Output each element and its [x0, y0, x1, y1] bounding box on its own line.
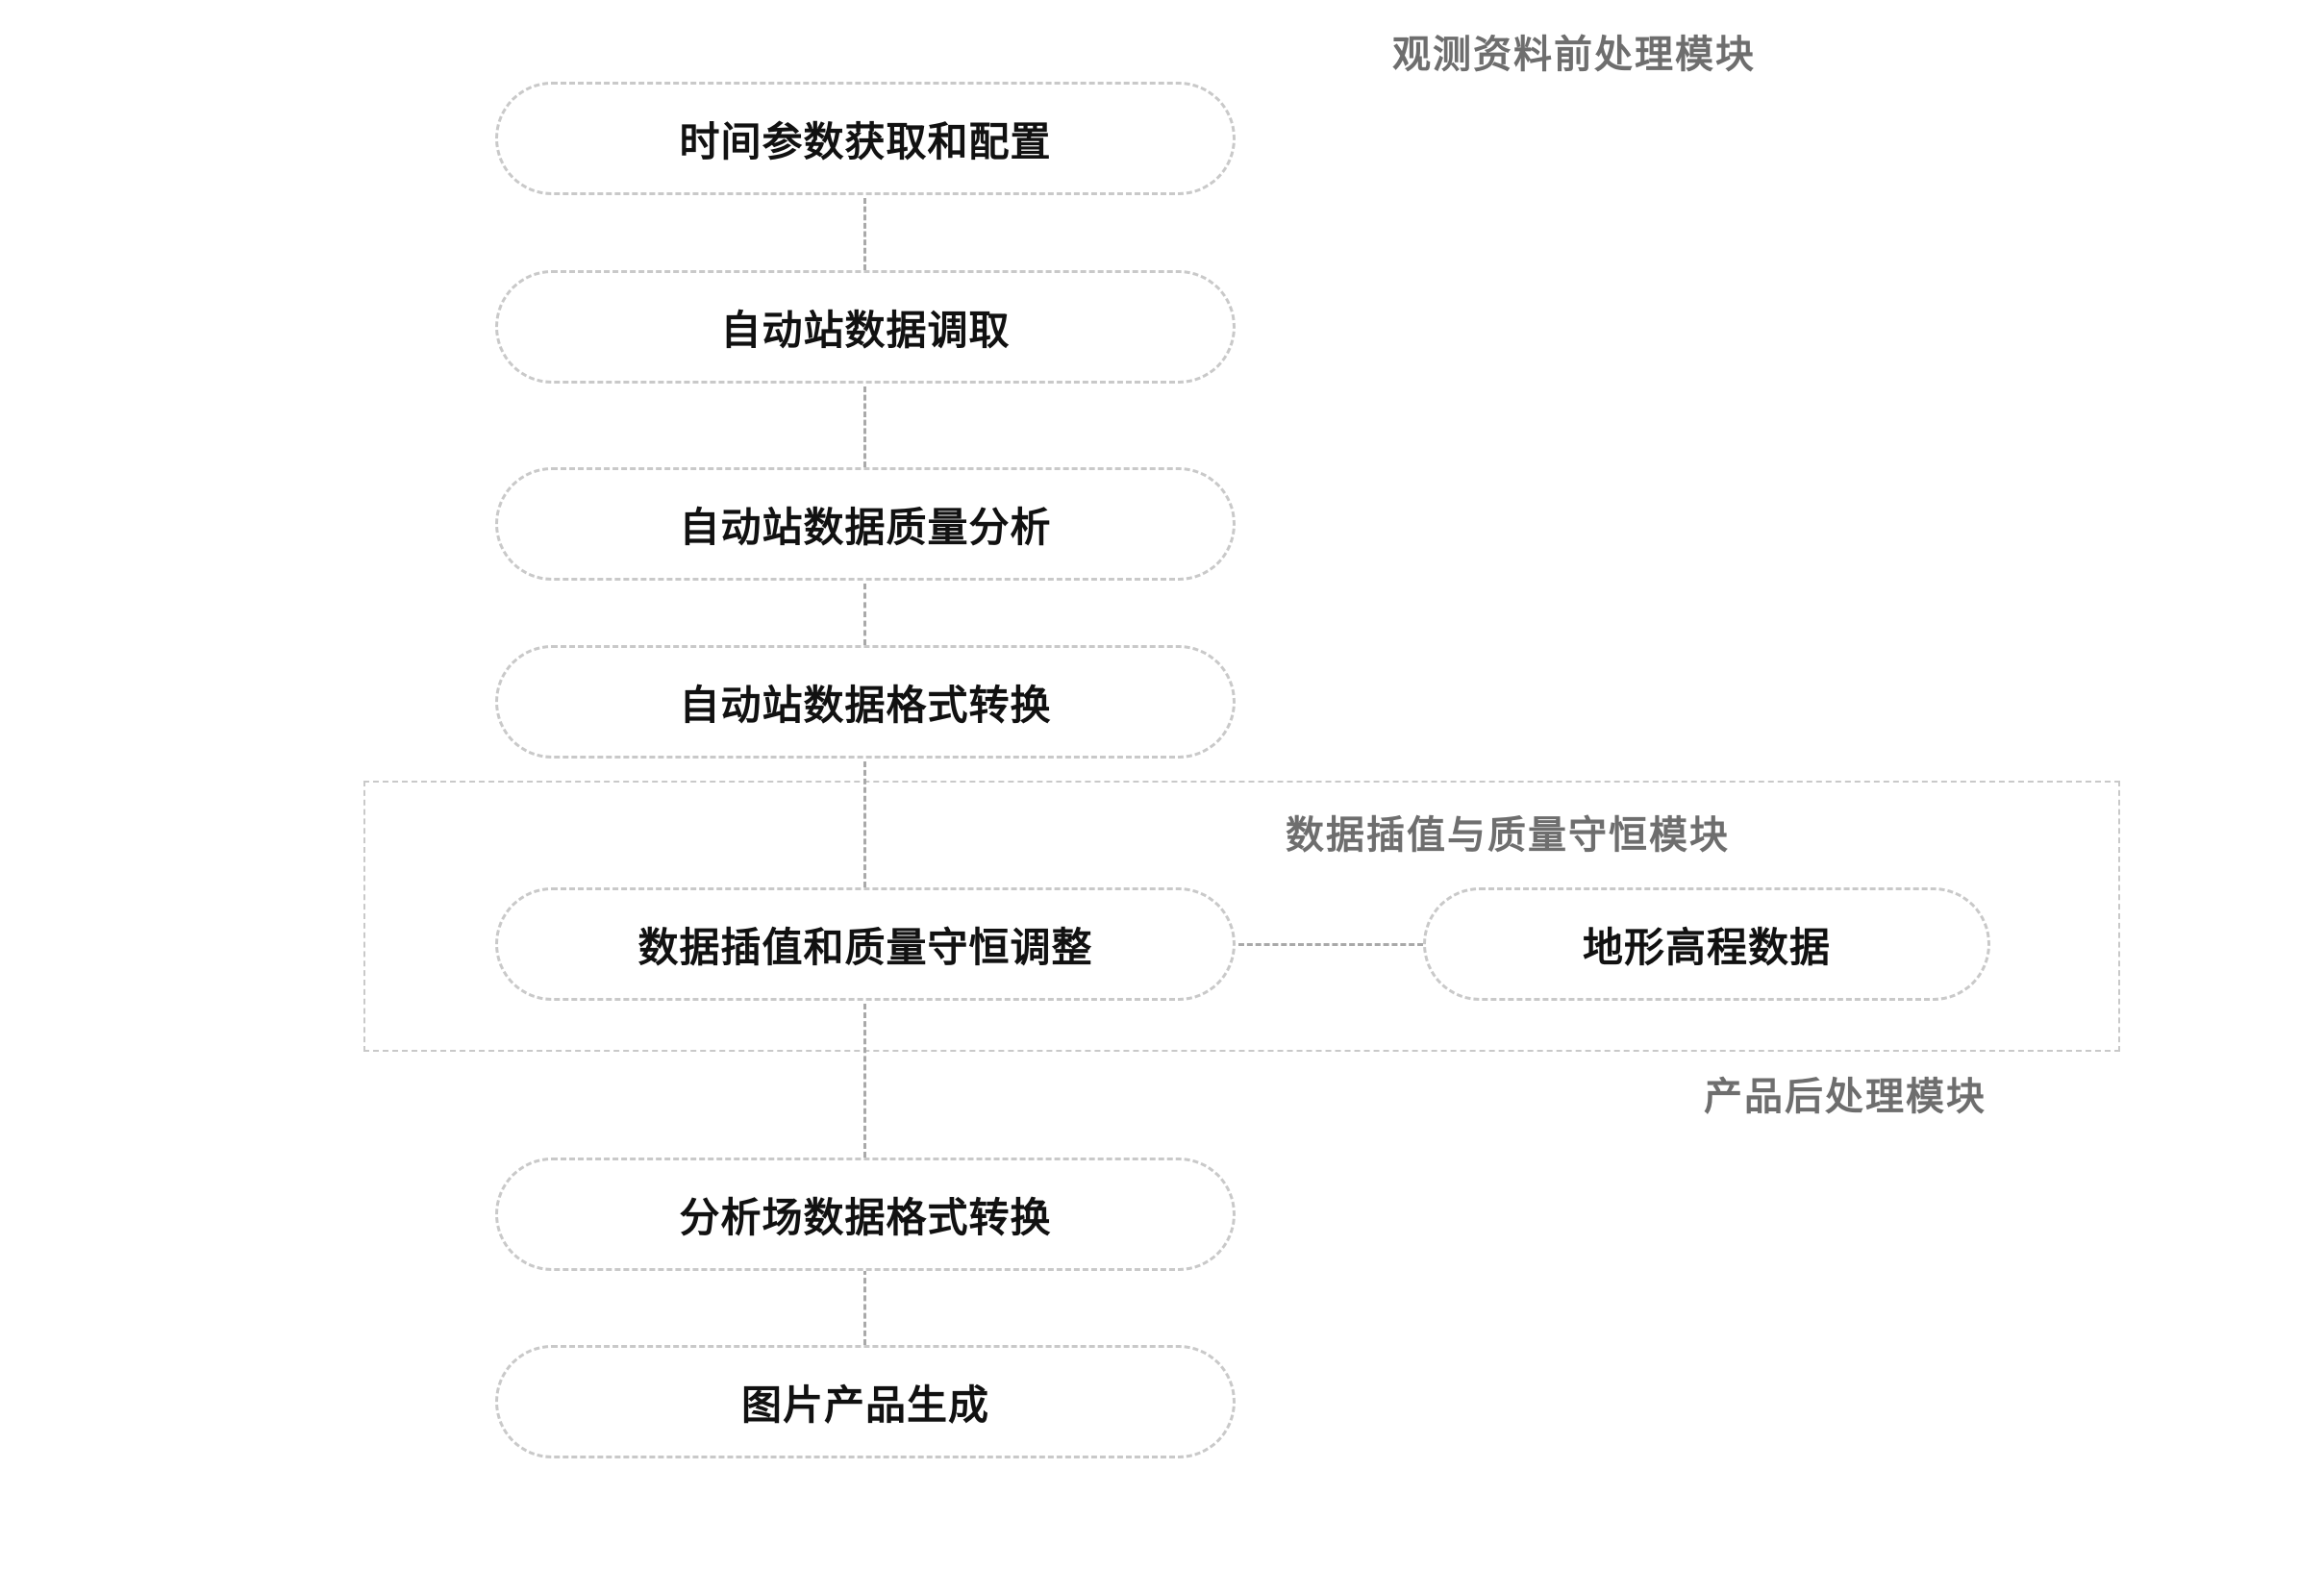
flow-node-label: 分析场数据格式转换: [679, 1194, 1052, 1240]
module-label-interpolation-conservation: 数据插值与质量守恒模块: [1286, 814, 1730, 857]
flow-node-time-parameter-config: 时间参数获取和配置: [495, 82, 1236, 195]
flow-node-label: 自动站数据调取: [720, 307, 1011, 353]
flow-node-terrain-elevation-data: 地形高程数据: [1423, 887, 1990, 1001]
connector-time-to-retrieval: [863, 198, 866, 270]
flow-node-label: 自动站数据格式转换: [679, 682, 1052, 728]
flow-node-label: 图片产品生成: [740, 1382, 989, 1428]
module-label-pre-processing: 观测资料前处理模块: [1392, 34, 1756, 76]
flow-node-label: 时间参数获取和配置: [679, 118, 1052, 164]
connector-format-to-interpolation: [863, 761, 866, 887]
flow-node-label: 地形高程数据: [1582, 924, 1831, 970]
flow-node-analysis-field-format-conversion: 分析场数据格式转换: [495, 1158, 1236, 1271]
connector-analysis-to-image: [863, 1269, 866, 1345]
flow-node-aws-data-quality-analysis: 自动站数据质量分析: [495, 467, 1236, 581]
flow-node-aws-data-format-conversion: 自动站数据格式转换: [495, 645, 1236, 759]
flow-node-interpolation-conservation-adjustment: 数据插值和质量守恒调整: [495, 887, 1236, 1001]
connector-interpolation-to-terrain: [1238, 943, 1423, 946]
flow-node-label: 数据插值和质量守恒调整: [637, 924, 1093, 970]
interpolation-module-container: [363, 781, 2120, 1052]
connector-retrieval-to-quality: [863, 386, 866, 467]
flow-node-label: 自动站数据质量分析: [679, 504, 1052, 550]
module-label-post-processing: 产品后处理模块: [1704, 1076, 1987, 1118]
connector-quality-to-format: [863, 584, 866, 645]
flow-node-aws-data-retrieval: 自动站数据调取: [495, 270, 1236, 384]
flow-node-image-product-generation: 图片产品生成: [495, 1345, 1236, 1458]
connector-interpolation-to-analysis: [863, 1004, 866, 1158]
